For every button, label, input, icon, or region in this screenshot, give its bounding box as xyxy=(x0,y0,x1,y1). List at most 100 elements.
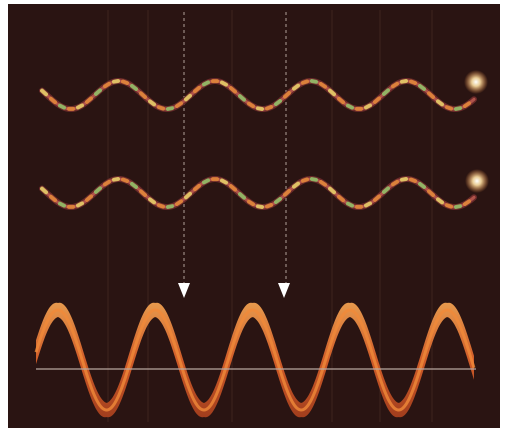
wave-bead xyxy=(184,191,192,200)
wave-bead xyxy=(373,96,381,104)
wave-bead xyxy=(229,86,237,94)
wave-bead xyxy=(364,103,372,110)
wave-bead xyxy=(157,105,165,111)
wave-bead xyxy=(445,203,453,209)
wave-bead xyxy=(166,106,174,111)
wave-bead xyxy=(346,103,354,110)
wave-bead xyxy=(202,80,210,87)
wave-bead xyxy=(382,186,390,194)
wave-bead xyxy=(49,194,57,203)
wave-bead xyxy=(166,204,174,209)
wave-bead xyxy=(337,194,345,203)
wave-bead xyxy=(40,186,48,195)
wave-bead xyxy=(292,83,300,91)
wave-bead xyxy=(391,179,399,187)
wave-bead xyxy=(49,96,57,105)
wave-bead xyxy=(364,201,372,208)
wave-bead xyxy=(103,179,111,187)
wave-bead xyxy=(463,101,471,108)
wave-bead xyxy=(310,177,318,182)
wave-bead xyxy=(148,99,156,107)
wave-bead xyxy=(238,94,246,102)
wave-bead xyxy=(139,189,147,198)
wave-bead xyxy=(319,82,327,89)
wave-bead xyxy=(40,88,48,97)
middle-wave xyxy=(39,176,477,210)
wave-bead xyxy=(94,186,102,194)
vertical-guides xyxy=(107,10,433,422)
wave-bead xyxy=(436,99,444,107)
wave-bead xyxy=(76,103,84,110)
wave-bead xyxy=(247,199,255,207)
wave-bead xyxy=(103,81,111,89)
top-wave xyxy=(39,78,477,112)
down-arrow-icon xyxy=(178,283,190,298)
wave-bead xyxy=(265,203,273,209)
wave-bead xyxy=(400,79,408,84)
intensity-core-line xyxy=(34,308,476,412)
wave-bead xyxy=(301,177,309,183)
wave-bead xyxy=(454,106,462,111)
wave-bead xyxy=(463,199,471,206)
intensity-wave xyxy=(34,302,476,418)
wave-bead xyxy=(445,105,453,111)
wave-bead xyxy=(283,90,291,99)
wave-bead xyxy=(409,79,417,85)
wave-bead xyxy=(202,178,210,185)
wave-bead xyxy=(130,181,138,189)
wave-bead xyxy=(418,181,426,189)
wave-bead xyxy=(229,184,237,192)
wave-bead xyxy=(310,79,318,84)
wave-bead xyxy=(247,101,255,109)
wave-bead xyxy=(175,101,183,108)
wave-bead xyxy=(292,181,300,189)
wave-bead xyxy=(130,83,138,91)
wave-bead xyxy=(382,88,390,96)
wave-bead xyxy=(301,79,309,85)
wave-bead xyxy=(175,199,183,206)
wave-bead xyxy=(274,99,282,107)
wave-bead xyxy=(94,88,102,96)
wave-bead xyxy=(220,80,228,87)
wave-bead xyxy=(283,188,291,197)
wave-bead xyxy=(337,96,345,105)
wave-bead xyxy=(346,201,354,208)
wave-bead xyxy=(112,177,120,182)
wave-bead xyxy=(427,91,435,100)
wave-bead xyxy=(76,201,84,208)
wave-bead xyxy=(400,177,408,182)
wave-bead xyxy=(157,203,165,209)
glow-spot-icon xyxy=(464,70,488,94)
wave-bead xyxy=(265,105,273,111)
wave-bead xyxy=(319,180,327,187)
wave-bead xyxy=(148,197,156,205)
wave-bead xyxy=(256,204,264,209)
background-panel xyxy=(8,4,500,428)
wave-bead xyxy=(328,186,336,195)
wave-bead xyxy=(58,103,66,110)
wave-bead xyxy=(85,96,93,104)
wave-bead xyxy=(184,93,192,102)
wave-bead xyxy=(373,194,381,202)
wave-bead xyxy=(436,197,444,205)
wave-bead xyxy=(427,189,435,198)
wave-bead xyxy=(85,194,93,202)
wave-bead xyxy=(193,183,201,192)
wave-bead xyxy=(58,201,66,208)
wave-bead xyxy=(112,79,120,84)
wave-bead xyxy=(409,177,417,183)
wave-bead xyxy=(256,106,264,111)
wave-bead xyxy=(328,88,336,97)
wave-bead xyxy=(418,83,426,91)
wave-bead xyxy=(238,192,246,200)
glow-spot-icon xyxy=(465,169,489,193)
wave-bead xyxy=(121,79,129,85)
wave-bead xyxy=(139,91,147,100)
wave-bead xyxy=(454,204,462,209)
wave-bead xyxy=(274,197,282,205)
wave-bead xyxy=(121,177,129,183)
wave-bead xyxy=(220,178,228,185)
down-arrow-icon xyxy=(278,283,290,298)
